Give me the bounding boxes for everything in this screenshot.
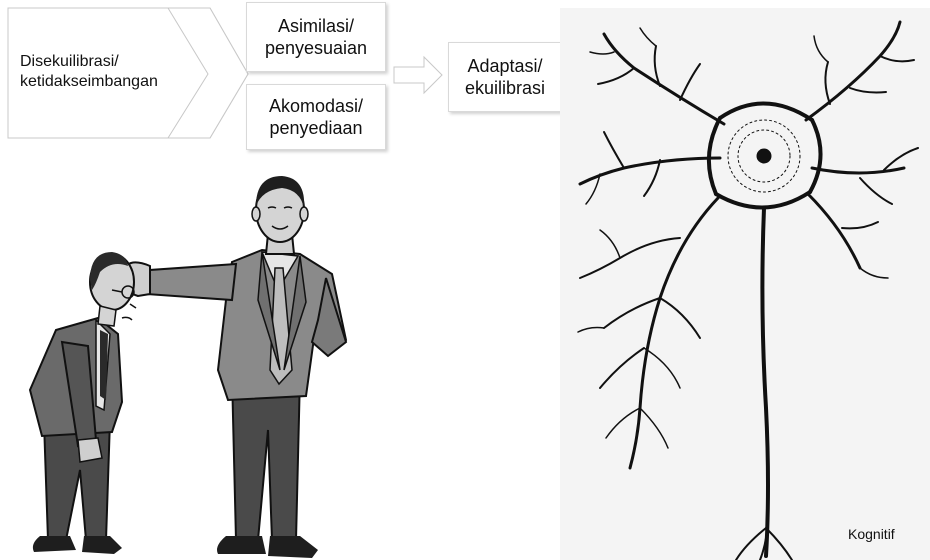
- asimilasi-line2: penyesuaian: [265, 37, 367, 60]
- akomodasi-box: Akomodasi/ penyediaan: [246, 84, 386, 150]
- akomodasi-line2: penyediaan: [269, 117, 363, 140]
- small-arrow-shape: [394, 56, 444, 94]
- neuron-illustration: [560, 8, 930, 560]
- disekuilibrasi-line1: Disekuilibrasi/: [20, 52, 158, 72]
- disekuilibrasi-box: Disekuilibrasi/ ketidakseimbangan: [8, 8, 174, 136]
- short-man-figure: [30, 252, 136, 554]
- tall-man-figure: [122, 176, 346, 558]
- asimilasi-line1: Asimilasi/: [265, 15, 367, 38]
- adaptasi-line2: ekuilibrasi: [465, 77, 545, 100]
- neuron-caption: Kognitif: [848, 526, 895, 542]
- asimilasi-box: Asimilasi/ penyesuaian: [246, 2, 386, 72]
- two-men-illustration: [0, 170, 380, 560]
- disekuilibrasi-line2: ketidakseimbangan: [20, 72, 158, 92]
- adaptasi-line1: Adaptasi/: [465, 55, 545, 78]
- adaptasi-box: Adaptasi/ ekuilibrasi: [448, 42, 562, 112]
- akomodasi-line1: Akomodasi/: [269, 95, 363, 118]
